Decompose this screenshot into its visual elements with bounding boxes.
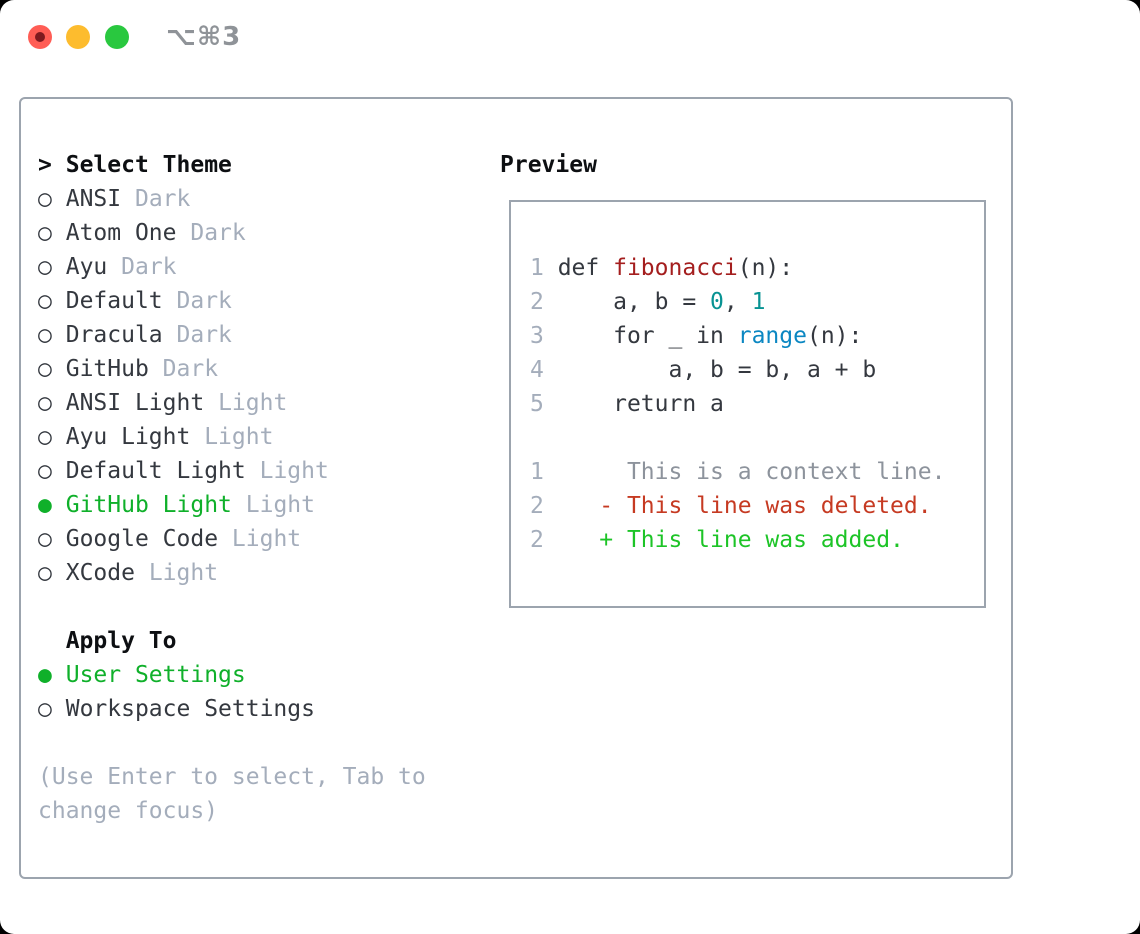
code-line <box>530 421 945 455</box>
zoom-button[interactable] <box>105 25 129 49</box>
theme-variant: Dark <box>176 288 232 314</box>
radio-unselected-icon: ○ <box>38 390 52 416</box>
radio-unselected-icon: ○ <box>38 288 52 314</box>
window-title: ⌥⌘3 <box>166 22 242 52</box>
theme-item-default-light[interactable]: ○ Default Light Light <box>38 454 329 488</box>
code-line: 1 This is a context line. <box>530 459 946 485</box>
line-number: 4 <box>530 357 544 383</box>
prompt-caret-icon: > <box>38 152 52 178</box>
theme-variant: Dark <box>121 254 177 280</box>
code-line: 4 a, b = b, a + b <box>530 357 877 383</box>
code-line: 2 + This line was added. <box>530 527 904 553</box>
select-theme-title: Select Theme <box>65 152 232 178</box>
theme-list: > Select Theme ○ ANSI Dark○ Atom One Dar… <box>38 148 329 590</box>
theme-item-atom-one[interactable]: ○ Atom One Dark <box>38 216 329 250</box>
line-number: 1 <box>530 459 544 485</box>
theme-name: Ayu Light <box>65 424 191 450</box>
theme-item-github-light[interactable]: ● GitHub Light Light <box>38 488 329 522</box>
preview-code: 1 def fibonacci(n): 2 a, b = 0, 1 3 for _ … <box>530 251 945 557</box>
theme-variant: Dark <box>134 186 191 212</box>
radio-unselected-icon: ○ <box>38 186 52 212</box>
theme-variant: Dark <box>162 356 219 382</box>
theme-name: XCode <box>65 560 135 586</box>
code-line: 2 a, b = 0, 1 <box>530 289 766 315</box>
theme-item-google-code[interactable]: ○ Google Code Light <box>38 522 329 556</box>
theme-item-ayu-light[interactable]: ○ Ayu Light Light <box>38 420 329 454</box>
radio-unselected-icon: ○ <box>38 458 52 484</box>
apply-option-label: Workspace Settings <box>65 696 315 722</box>
line-number: 1 <box>530 255 544 281</box>
theme-picker-panel: > Select Theme ○ ANSI Dark○ Atom One Dar… <box>19 97 1013 879</box>
radio-selected-icon: ● <box>38 662 52 688</box>
line-number: 5 <box>530 391 544 417</box>
code-line: 2 - This line was deleted. <box>530 493 932 519</box>
preview-title: Preview <box>500 152 597 178</box>
apply-option-workspace-settings[interactable]: ○ Workspace Settings <box>38 692 315 726</box>
radio-unselected-icon: ○ <box>38 220 52 246</box>
theme-item-ansi[interactable]: ○ ANSI Dark <box>38 182 329 216</box>
theme-variant: Light <box>148 560 219 586</box>
theme-name: ANSI Light <box>65 390 205 416</box>
theme-name: ANSI <box>65 186 122 212</box>
theme-name: Dracula <box>65 322 163 348</box>
radio-unselected-icon: ○ <box>38 424 52 450</box>
theme-variant: Dark <box>176 322 232 348</box>
theme-variant: Light <box>259 458 329 484</box>
theme-variant: Light <box>218 390 288 416</box>
theme-name: Atom One <box>65 220 177 246</box>
radio-unselected-icon: ○ <box>38 254 52 280</box>
preview-header-row: Preview <box>500 148 597 182</box>
radio-unselected-icon: ○ <box>38 526 52 552</box>
theme-variant: Dark <box>190 220 246 246</box>
radio-unselected-icon: ○ <box>38 356 52 382</box>
apply-option-label: User Settings <box>65 662 246 688</box>
line-number: 3 <box>530 323 544 349</box>
keyboard-hint: (Use Enter to select, Tab to change focu… <box>38 764 426 824</box>
radio-unselected-icon: ○ <box>38 560 52 586</box>
radio-selected-icon: ● <box>38 492 52 518</box>
preview-pane: 1 def fibonacci(n): 2 a, b = 0, 1 3 for _ … <box>509 200 986 608</box>
minimize-button[interactable] <box>66 25 90 49</box>
theme-name: Google Code <box>65 526 219 552</box>
apply-option-user-settings[interactable]: ● User Settings <box>38 658 315 692</box>
theme-variant: Light <box>204 424 274 450</box>
code-line: 1 def fibonacci(n): <box>530 255 794 281</box>
apply-to-header: Apply To <box>65 628 177 654</box>
theme-name: Default <box>65 288 163 314</box>
line-number: 2 <box>530 527 544 553</box>
radio-unselected-icon: ○ <box>38 322 52 348</box>
theme-item-xcode[interactable]: ○ XCode Light <box>38 556 329 590</box>
line-number: 2 <box>530 493 544 519</box>
code-line: 3 for _ in range(n): <box>530 323 863 349</box>
theme-variant: Light <box>231 526 302 552</box>
theme-item-github[interactable]: ○ GitHub Dark <box>38 352 329 386</box>
theme-name: GitHub <box>65 356 149 382</box>
line-number: 2 <box>530 289 544 315</box>
theme-selector-header: > Select Theme <box>38 148 329 182</box>
theme-name: Default Light <box>65 458 246 484</box>
theme-item-ansi-light[interactable]: ○ ANSI Light Light <box>38 386 329 420</box>
theme-name: GitHub Light <box>65 492 232 518</box>
theme-item-default[interactable]: ○ Default Dark <box>38 284 329 318</box>
code-line: 5 return a <box>530 391 724 417</box>
theme-item-ayu[interactable]: ○ Ayu Dark <box>38 250 329 284</box>
radio-unselected-icon: ○ <box>38 696 52 722</box>
theme-item-dracula[interactable]: ○ Dracula Dark <box>38 318 329 352</box>
apply-to-section: Apply To ● User Settings○ Workspace Sett… <box>38 624 315 726</box>
titlebar: ⌥⌘3 <box>0 0 1140 75</box>
theme-variant: Light <box>245 492 315 518</box>
close-button[interactable] <box>28 25 52 49</box>
theme-name: Ayu <box>65 254 108 280</box>
